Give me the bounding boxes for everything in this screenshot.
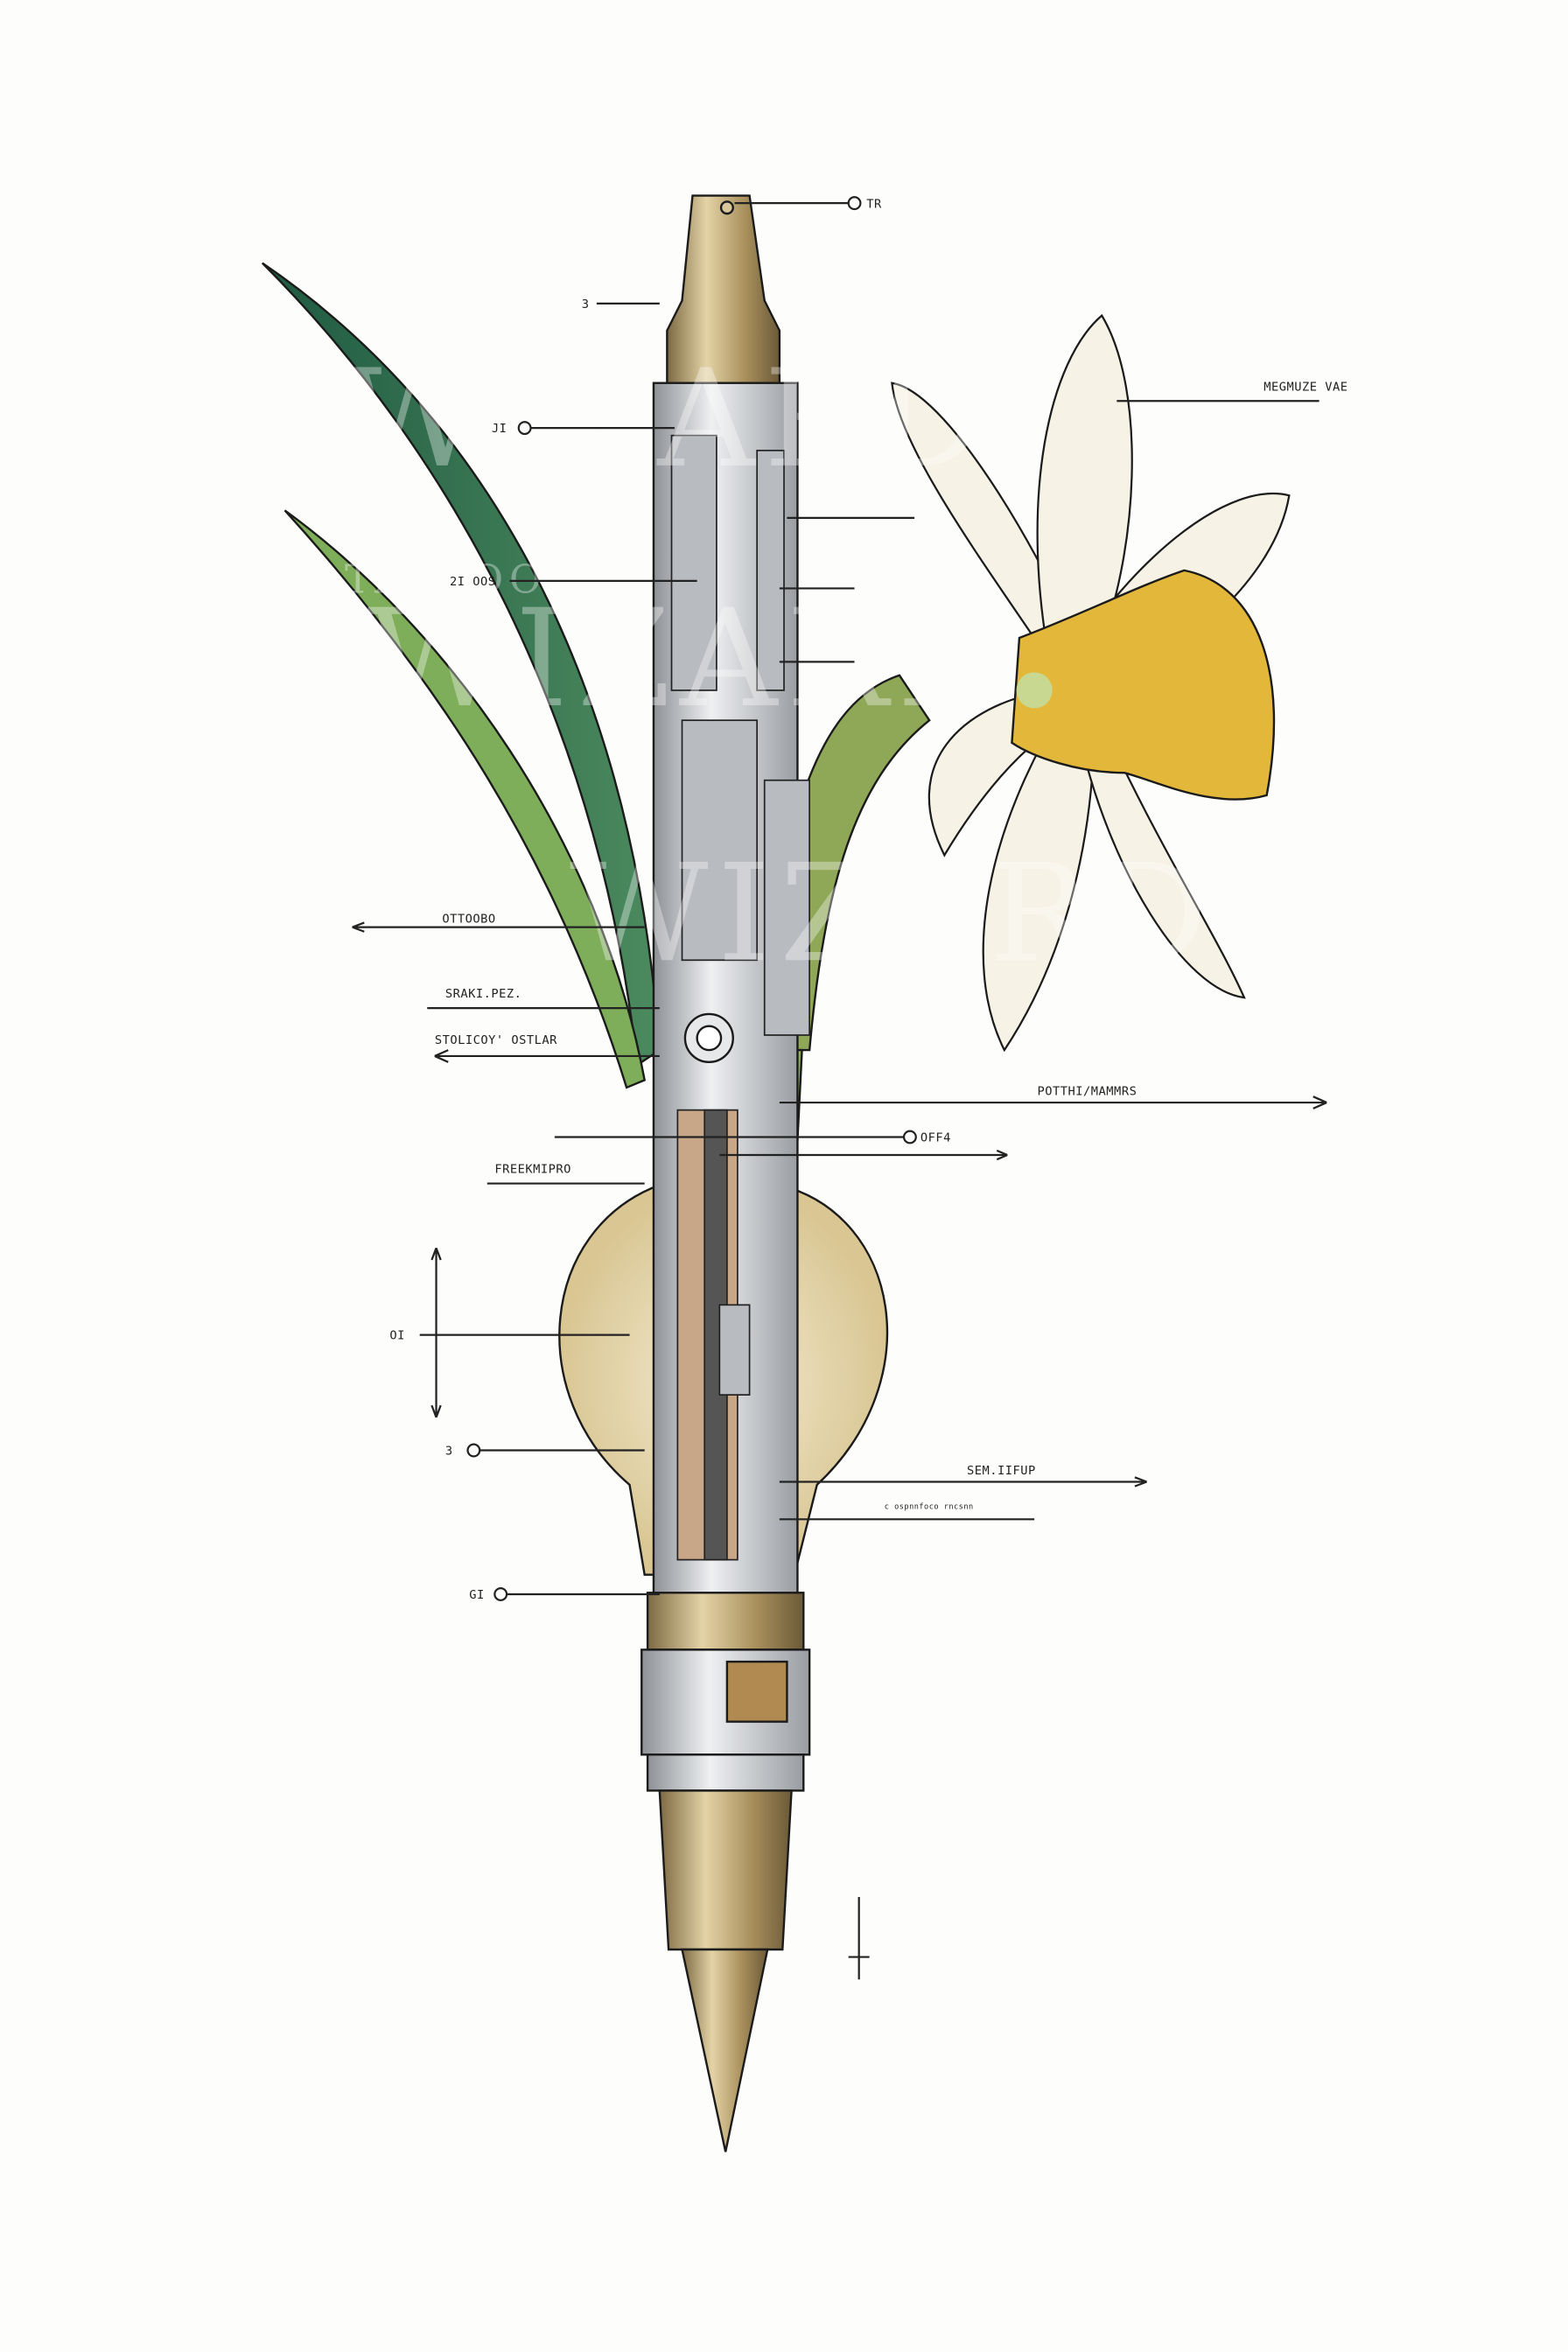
label-stem-lower: FREEKMIPRO xyxy=(494,1163,571,1177)
label-bulb-right: SEM.IIFUP xyxy=(967,1464,1036,1478)
watermark-wizard-low: WIZARD xyxy=(570,836,1216,992)
label-right-long-arrow: POTTHI/MAMMRS xyxy=(1038,1084,1138,1098)
mechanism-details xyxy=(670,434,810,1561)
label-flower: MEGMUZE VAE xyxy=(1264,380,1348,394)
lower-gear xyxy=(725,1660,788,1723)
gold-ring xyxy=(646,1592,805,1651)
cap-screw-icon xyxy=(719,200,734,215)
label-bulb-axis: OI xyxy=(389,1329,405,1343)
label-mid-left-arrow: OTTOOBO xyxy=(442,912,495,926)
label-cap-side: 3 xyxy=(582,298,590,312)
watermark-wizard-mid: WIZARD xyxy=(368,581,1014,738)
label-upper-mechanism: 2I OOS xyxy=(450,575,496,589)
label-cap-top: TR xyxy=(866,197,882,211)
pivot-center-icon xyxy=(696,1025,723,1052)
pen-tip xyxy=(681,1948,769,2152)
grip-cone xyxy=(658,1789,793,1951)
label-clip: JI xyxy=(492,422,508,436)
label-gear: SRAKI.PEZ. xyxy=(445,987,522,1001)
grip-ring xyxy=(646,1754,805,1792)
leaf-light xyxy=(284,509,647,1089)
label-ring: GI xyxy=(469,1588,485,1602)
label-bulb-lower: 3 xyxy=(445,1445,453,1459)
label-bulb-small: c ospnnfoco rncsnn xyxy=(885,1502,974,1511)
flower-center xyxy=(1016,672,1053,709)
daffodil-trumpet xyxy=(1011,569,1276,801)
label-pivot: STOLICOY' OSTLAR xyxy=(435,1033,557,1047)
watermark-wizard-top: WIZARD xyxy=(345,341,991,498)
watermark-tattoos: TATTOOS xyxy=(345,557,580,603)
label-stem-marker: OFF4 xyxy=(920,1131,951,1145)
leaf-dark xyxy=(261,262,662,1068)
callout-lines xyxy=(352,196,1327,1980)
